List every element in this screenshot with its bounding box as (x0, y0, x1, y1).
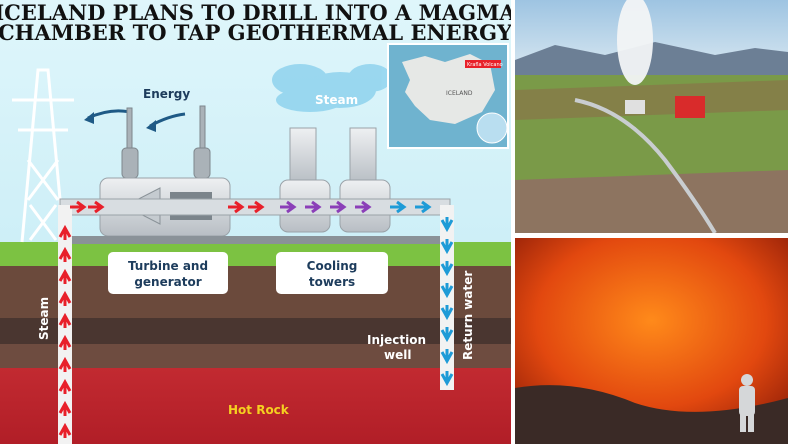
down-flow-arrow-icon (440, 349, 454, 365)
up-flow-arrow-icon (58, 334, 72, 350)
turbine-label-1: Turbine and (128, 259, 208, 273)
title-line-2: CHAMBER TO TAP GEOTHERMAL ENERGY (0, 20, 511, 45)
right-flow-arrow-icon (228, 200, 245, 214)
grass-layer (0, 242, 511, 266)
right-flow-arrow-icon (305, 200, 322, 214)
energy-arrowhead-icon (146, 120, 156, 132)
soil-layer-lower (0, 344, 511, 370)
transformer-insulators (121, 105, 211, 179)
up-flow-arrow-icon (58, 422, 72, 438)
down-flow-arrow-icon (440, 283, 454, 299)
hot-rock-layer (0, 368, 511, 444)
up-flow-arrow-icon (58, 400, 72, 416)
steam-cloud-label: Steam (315, 93, 358, 107)
up-flow-arrow-icon (58, 290, 72, 306)
down-flow-arrow-icon (440, 371, 454, 387)
cooling-label-box: Cooling towers (276, 252, 388, 294)
energy-label: Energy (143, 87, 190, 101)
steam-pipe-label: Steam (37, 297, 51, 340)
down-flow-arrow-icon (440, 239, 454, 255)
iceland-map-inset: ICELAND Krafla Volcano (387, 43, 509, 149)
title-line-1: ICELAND PLANS TO DRILL INTO A MAGMA (0, 0, 511, 25)
right-flow-arrow-icon (70, 200, 87, 214)
cooling-label-1: Cooling (307, 259, 358, 273)
right-flow-arrow-icon (330, 200, 347, 214)
right-flow-arrow-icon (280, 200, 297, 214)
down-flow-arrow-icon (440, 217, 454, 233)
soil-layer (0, 266, 511, 322)
injection-well-label-2: well (384, 348, 411, 362)
up-flow-arrow-icon (58, 246, 72, 262)
right-flow-arrow-icon (88, 200, 105, 214)
dark-rock-layer (0, 318, 511, 344)
energy-arrowhead-icon (84, 112, 94, 124)
up-flow-arrow-icon (58, 268, 72, 284)
power-pylon (12, 68, 74, 243)
right-flow-arrow-icon (248, 200, 265, 214)
map-country-label: ICELAND (446, 90, 473, 97)
turbine-label-box: Turbine and generator (108, 252, 228, 294)
down-flow-arrow-icon (440, 305, 454, 321)
return-water-label: Return water (461, 271, 475, 360)
hot-rock-label: Hot Rock (228, 403, 290, 417)
up-flow-arrow-icon (58, 356, 72, 372)
up-flow-arrow-icon (58, 224, 72, 240)
right-flow-arrow-icon (390, 200, 407, 214)
right-flow-arrow-icon (415, 200, 432, 214)
base-platform (70, 236, 440, 244)
geothermal-plant-photo (515, 0, 788, 233)
down-flow-arrow-icon (440, 327, 454, 343)
up-flow-arrow-icon (58, 312, 72, 328)
down-flow-arrow-icon (440, 261, 454, 277)
turbine-label-2: generator (134, 275, 201, 289)
geothermal-diagram: ICELAND PLANS TO DRILL INTO A MAGMA CHAM… (0, 0, 511, 444)
injection-well-label-1: Injection (367, 333, 426, 347)
flow-arrows (58, 200, 454, 438)
right-flow-arrow-icon (355, 200, 372, 214)
up-flow-arrow-icon (58, 378, 72, 394)
lava-photo (515, 238, 788, 444)
map-site-label: Krafla Volcano (467, 62, 503, 68)
steam-cloud (272, 64, 392, 112)
cooling-label-2: towers (309, 275, 355, 289)
